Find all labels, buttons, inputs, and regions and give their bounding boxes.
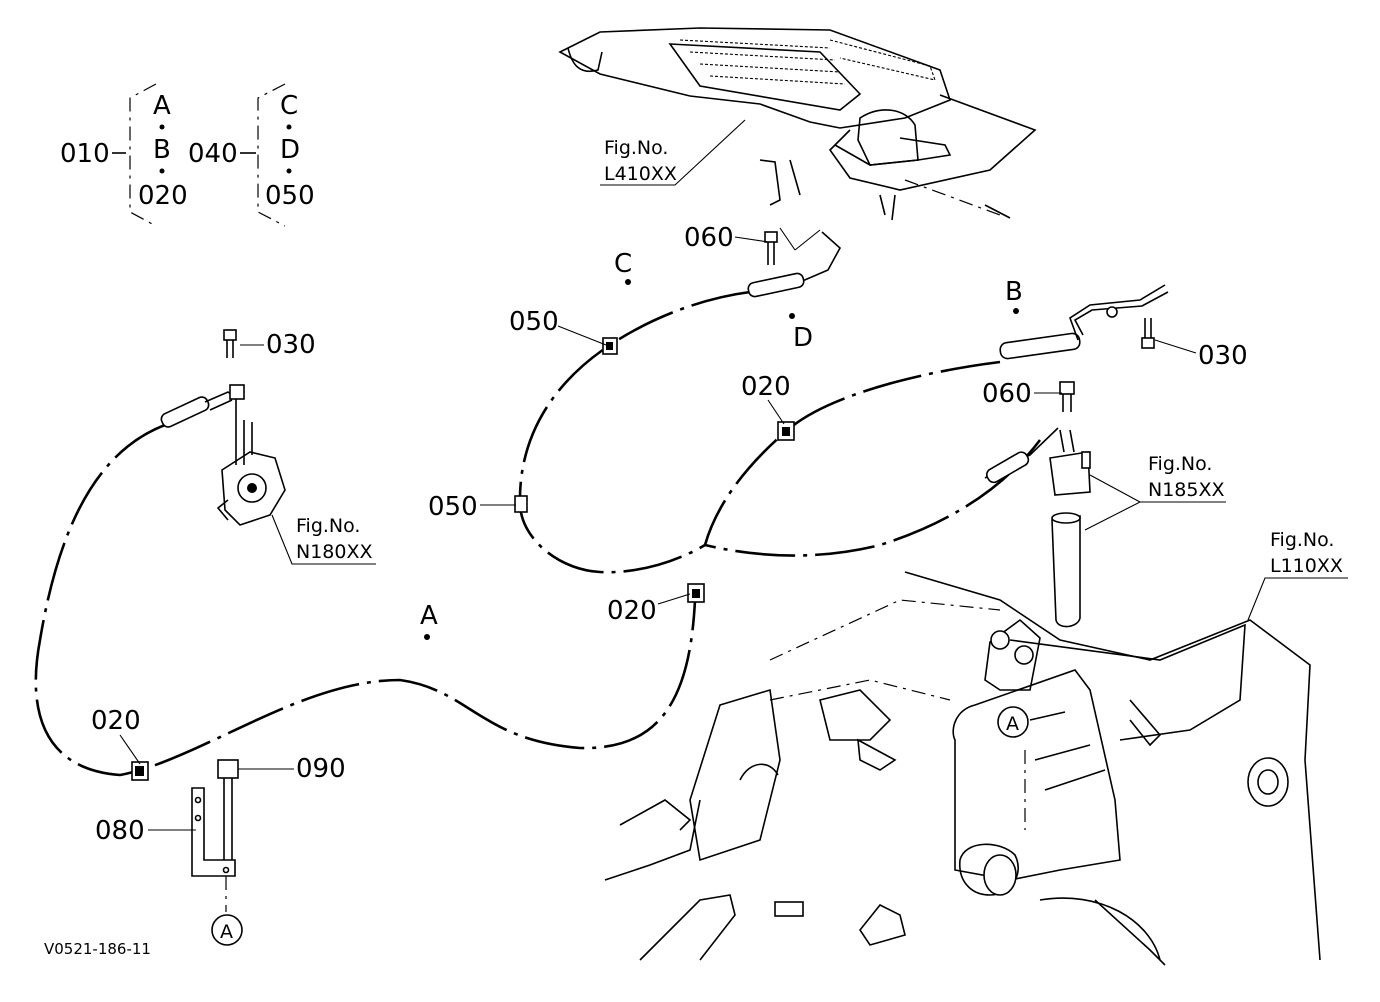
callout-030-right: 030 <box>1198 341 1248 371</box>
callout-030-left: 030 <box>266 330 316 360</box>
callout-020-left: 020 <box>91 706 141 736</box>
legend-D-label: D <box>280 135 300 165</box>
bolt-030-left <box>223 329 237 358</box>
circle-ref-bracket-label: A <box>220 921 233 943</box>
fig-ref-n180-line1: Fig.No. <box>296 515 360 537</box>
cable-label-d: D <box>793 323 813 353</box>
callout-020-lower: 020 <box>607 596 657 626</box>
upper-panel-structure <box>558 27 1037 221</box>
cable-c <box>518 290 751 574</box>
fig-ref-n185-line2: N185XX <box>1148 479 1225 501</box>
cable-a-sleeve <box>160 396 210 428</box>
bolt-060-top <box>764 231 778 265</box>
cable-b <box>703 360 1042 557</box>
legend-040-label: 040 <box>188 139 238 169</box>
legend-B-label: B <box>153 135 171 165</box>
clamp-020-left <box>131 761 149 781</box>
callout-050-upper: 050 <box>509 307 559 337</box>
callout-060-mid: 060 <box>982 379 1032 409</box>
cable-label-b: B <box>1005 277 1023 307</box>
fig-ref-l110-line1: Fig.No. <box>1270 529 1334 551</box>
fig-ref-l410-line1: Fig.No. <box>604 137 668 159</box>
legend-010-label: 010 <box>60 139 110 169</box>
bolt-030-right <box>1141 318 1155 349</box>
clamp-020-mid <box>777 421 795 441</box>
switch-assembly <box>216 384 286 526</box>
callout-020-mid: 020 <box>741 372 791 402</box>
legend-050-label: 050 <box>265 181 315 211</box>
callout-090: 090 <box>296 754 346 784</box>
callout-050-lower: 050 <box>428 492 478 522</box>
actuator-assembly <box>1049 429 1091 628</box>
circle-ref-bracket: A <box>211 914 243 946</box>
clamp-020-lower <box>687 583 705 603</box>
cable-b-end <box>1069 284 1169 341</box>
callouts: 030 060 050 050 020 020 020 090 080 060 … <box>91 223 1248 846</box>
clamp-050-lower <box>514 495 528 513</box>
circle-ref-frame-label: A <box>1006 713 1019 735</box>
fig-ref-l410-line2: L410XX <box>604 163 677 185</box>
bracket-080 <box>191 787 236 912</box>
legend-020-label: 020 <box>138 181 188 211</box>
fig-ref-n185-line1: Fig.No. <box>1148 453 1212 475</box>
drawing-id: V0521-186-11 <box>44 940 151 958</box>
fig-ref-n180-line2: N180XX <box>296 541 373 563</box>
legend-A-label: A <box>153 91 171 121</box>
fig-ref-l110-line2: L110XX <box>1270 555 1343 577</box>
cable-b-sleeve <box>999 332 1081 360</box>
fig-ref-n180: Fig.No. N180XX <box>271 514 376 565</box>
fig-ref-l410: Fig.No. L410XX <box>600 119 746 186</box>
cable-a <box>34 423 697 777</box>
cable-d-end <box>799 231 842 283</box>
clamp-050-upper <box>602 337 618 355</box>
callout-060-top: 060 <box>684 223 734 253</box>
cable-label-c: C <box>614 249 632 279</box>
bolt-060-mid <box>1059 381 1075 412</box>
fig-ref-n185: Fig.No. N185XX <box>1084 453 1226 531</box>
cable-label-a: A <box>420 601 438 631</box>
legend: 010 A B 020 040 C D 050 <box>60 83 315 227</box>
legend-C-label: C <box>280 91 298 121</box>
machine-frame <box>604 571 1321 966</box>
fig-ref-l110: Fig.No. L110XX <box>1247 529 1348 621</box>
actuator-cable-sleeve <box>985 451 1030 484</box>
circle-ref-frame: A <box>997 706 1029 738</box>
cable-d-sleeve <box>747 272 805 298</box>
callout-080: 080 <box>95 816 145 846</box>
bolt-090 <box>217 759 239 868</box>
